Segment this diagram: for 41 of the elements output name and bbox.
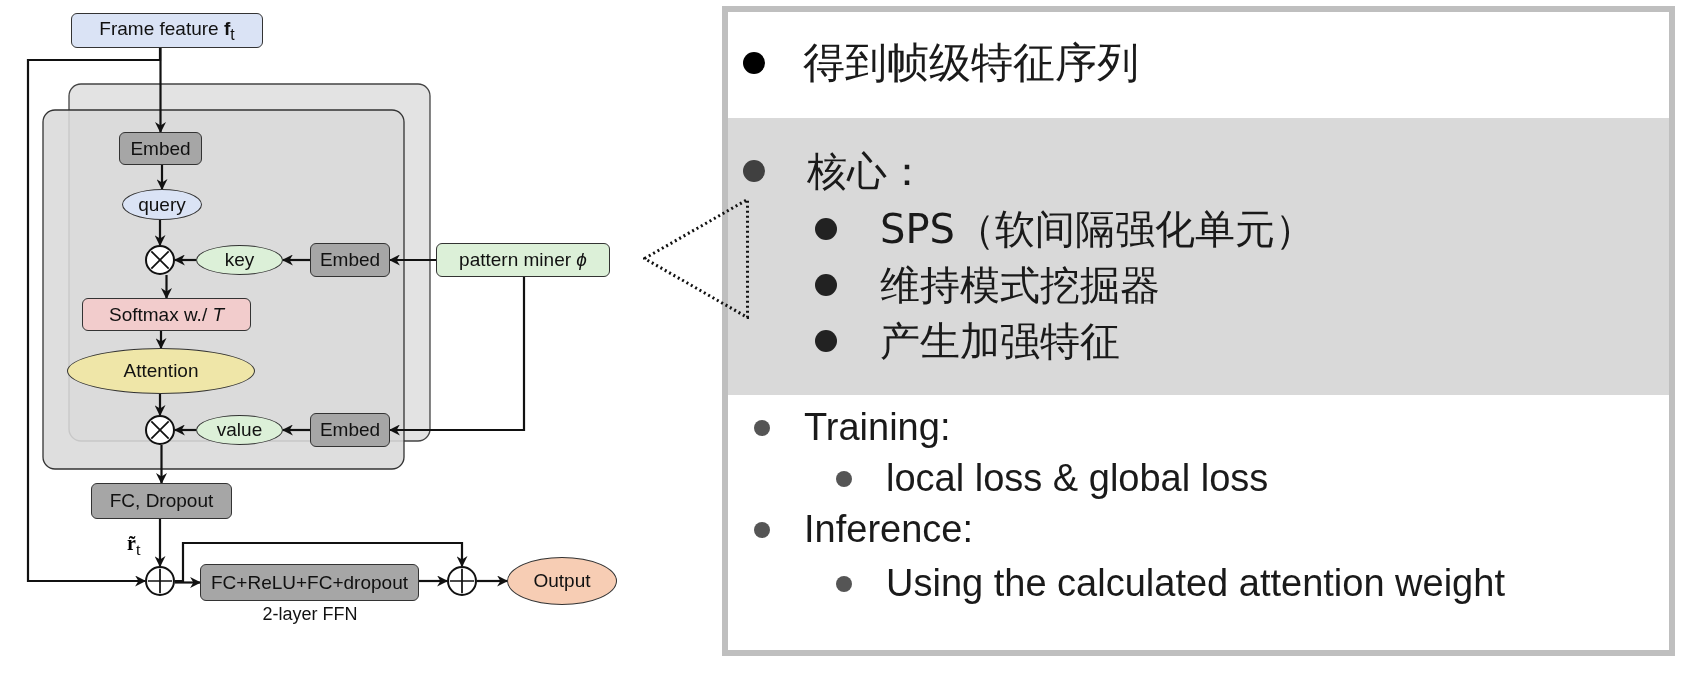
arrow xyxy=(155,48,166,134)
process-box: FC+ReLU+FC+dropout xyxy=(200,564,419,601)
bullet-text: Using the calculated attention weight xyxy=(886,562,1505,606)
bullet-text: Inference: xyxy=(804,508,973,552)
arrow xyxy=(388,254,436,266)
bullet-text: local loss & global loss xyxy=(886,457,1269,501)
arrow xyxy=(419,575,449,587)
bullet-text: 核心： xyxy=(807,148,927,194)
bullet-text: Training: xyxy=(804,406,951,450)
process-box: FC, Dropout xyxy=(91,483,232,519)
bullet-text: 得到帧级特征序列 xyxy=(803,38,1139,88)
add-circle xyxy=(145,566,175,596)
arrow xyxy=(154,220,166,247)
arrow xyxy=(154,519,166,568)
arrow xyxy=(155,331,167,350)
arrow xyxy=(175,541,468,583)
arrow xyxy=(477,575,509,587)
arrow xyxy=(388,277,526,436)
input-box: Frame feature f$_{t}$ xyxy=(71,13,263,48)
add-circle xyxy=(447,566,477,596)
bullet-text: SPS（软间隔强化单元） xyxy=(880,206,1315,252)
arrow xyxy=(156,445,167,485)
arrow xyxy=(173,254,196,266)
arrow xyxy=(175,577,202,588)
process-box: Embed xyxy=(310,243,390,277)
arrow xyxy=(161,275,172,300)
bullet-text: 维持模式挖掘器 xyxy=(880,262,1160,308)
process-box: pattern miner ϕ xyxy=(436,243,610,277)
process-box: Embed xyxy=(119,132,202,165)
arrow xyxy=(281,424,310,436)
bullet-text: 产生加强特征 xyxy=(880,318,1120,364)
caption-text: 2-layer FFN xyxy=(262,604,358,625)
arrow xyxy=(154,394,166,417)
process-box: Embed xyxy=(310,413,390,447)
arrow xyxy=(26,48,162,587)
process-box: Softmax w./ T xyxy=(82,298,251,331)
output-ellipse: Output xyxy=(507,557,617,605)
arrow xyxy=(156,165,168,191)
arrow xyxy=(173,424,196,436)
arrow xyxy=(281,254,310,266)
callout-triangle xyxy=(643,198,749,319)
